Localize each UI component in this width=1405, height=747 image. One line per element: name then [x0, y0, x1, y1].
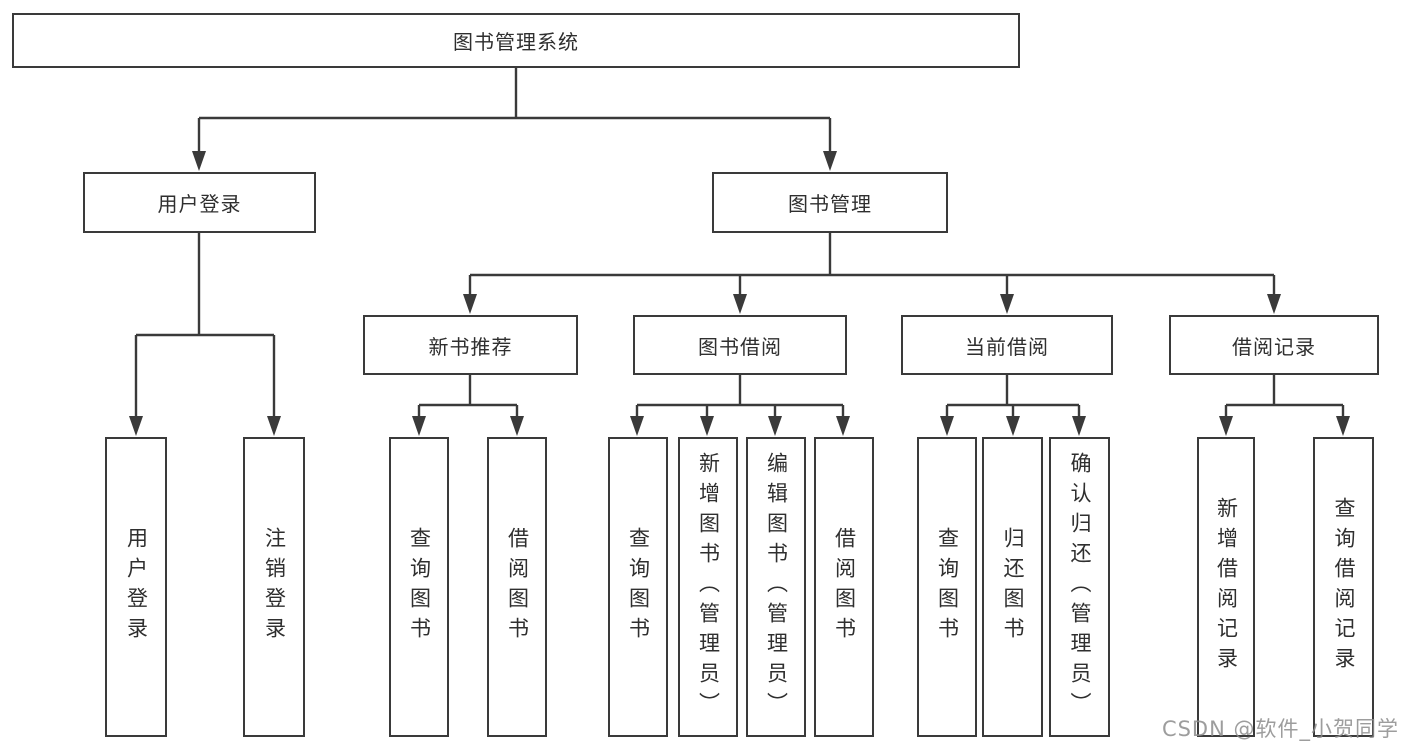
connector-new-book-children: [412, 375, 524, 436]
connector-root-to-level2: [192, 68, 837, 171]
connector-borrowing-records-children: [1219, 375, 1350, 436]
leaf-borrow-books-borrowing: 借阅图书: [814, 437, 874, 737]
node-user-login: 用户登录: [83, 172, 316, 233]
connector-book-borrowing-children: [630, 375, 850, 436]
node-current-borrowing: 当前借阅: [901, 315, 1113, 375]
node-book-management: 图书管理: [712, 172, 948, 233]
node-library-management-system: 图书管理系统: [12, 13, 1020, 68]
leaf-add-book-admin: 新增图书（管理员）: [678, 437, 738, 737]
leaf-borrow-books-recommend: 借阅图书: [487, 437, 547, 737]
leaf-query-books-current: 查询图书: [917, 437, 977, 737]
leaf-query-books-borrowing: 查询图书: [608, 437, 668, 737]
node-book-borrowing: 图书借阅: [633, 315, 847, 375]
leaf-query-books-recommend: 查询图书: [389, 437, 449, 737]
node-borrowing-records: 借阅记录: [1169, 315, 1379, 375]
csdn-watermark: CSDN @软件_小贺同学: [1161, 717, 1399, 741]
leaf-add-borrow-record: 新增借阅记录: [1197, 437, 1255, 737]
connector-user-login-children: [129, 233, 281, 436]
connector-current-borrowing-children: [940, 375, 1086, 436]
leaf-user-login: 用户登录: [105, 437, 167, 737]
connector-book-management-children: [463, 233, 1281, 314]
node-new-book-recommendation: 新书推荐: [363, 315, 578, 375]
leaf-logout: 注销登录: [243, 437, 305, 737]
leaf-confirm-return-admin: 确认归还（管理员）: [1049, 437, 1110, 737]
leaf-query-borrow-record: 查询借阅记录: [1313, 437, 1374, 737]
leaf-return-books: 归还图书: [982, 437, 1043, 737]
leaf-edit-book-admin: 编辑图书（管理员）: [746, 437, 806, 737]
